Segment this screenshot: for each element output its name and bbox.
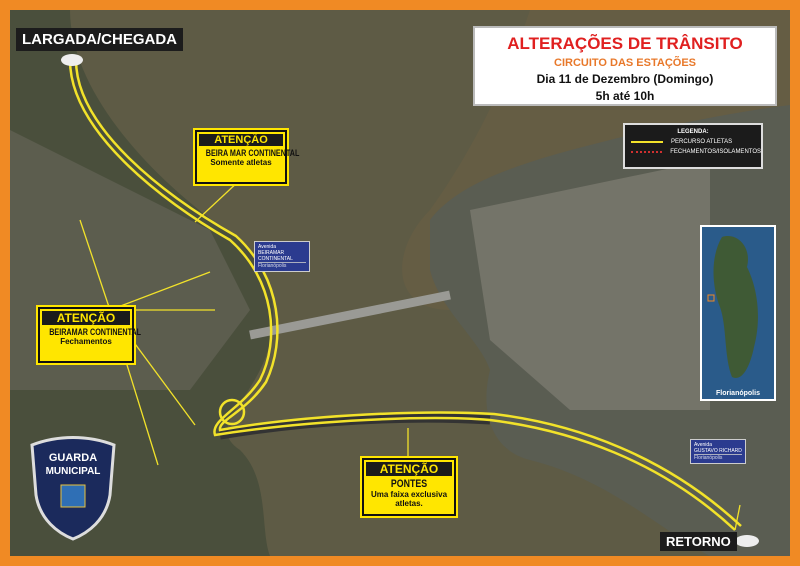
guarda-municipal-logo: GUARDA MUNICIPAL xyxy=(28,435,118,541)
warning-bridges: ATENÇÃO PONTES Uma faixa exclusiva atlet… xyxy=(362,458,456,516)
sign-prefix: Avenida xyxy=(258,244,276,250)
title: ALTERAÇÕES DE TRÂNSITO xyxy=(507,34,743,53)
legend: LEGENDA: PERCURSO ATLETAS FECHAMENTOS/IS… xyxy=(623,123,763,169)
legend-label: PERCURSO ATLETAS xyxy=(671,139,733,145)
street-sign-beiramar: Avenida BEIRAMAR CONTINENTAL Florianópol… xyxy=(254,241,310,272)
dotted-line-icon xyxy=(631,151,663,153)
event-time: 5h até 10h xyxy=(595,89,655,103)
legend-label: FECHAMENTOS/ISOLAMENTOS xyxy=(670,149,761,155)
warning-beira-mar-athletes: ATENÇÃO BEIRA MAR CONTINENTAL Somente at… xyxy=(195,130,300,184)
warning-body: PONTES xyxy=(390,478,428,490)
inset-caption: Florianópolis xyxy=(716,390,760,397)
warning-heading: ATENÇÃO xyxy=(42,311,130,325)
athlete-route xyxy=(68,59,742,531)
warning-heading: ATENÇÃO xyxy=(199,134,283,146)
svg-text:GUARDA: GUARDA xyxy=(49,452,97,464)
island-outline xyxy=(707,236,758,378)
warning-body: BEIRA MAR CONTINENTAL xyxy=(205,148,300,158)
svg-text:MUNICIPAL: MUNICIPAL xyxy=(46,466,101,477)
event-date: Dia 11 de Dezembro (Domingo) xyxy=(536,72,714,86)
legend-title: LEGENDA: xyxy=(677,129,709,135)
warning-heading: ATENÇÃO xyxy=(366,462,452,476)
sign-prefix: Avenida xyxy=(694,442,712,448)
title-box: ALTERAÇÕES DE TRÂNSITO CIRCUITO DAS ESTA… xyxy=(473,26,777,106)
subtitle: CIRCUITO DAS ESTAÇÕES xyxy=(554,57,696,69)
solid-line-icon xyxy=(631,141,663,143)
map-frame: LARGADA/CHEGADA RETORNO ALTERAÇÕES DE TR… xyxy=(10,10,790,556)
sign-name: BEIRAMAR CONTINENTAL xyxy=(258,250,293,262)
inset-map: Florianópolis xyxy=(700,225,776,401)
start-finish-label: LARGADA/CHEGADA xyxy=(16,28,183,51)
legend-item-route: PERCURSO ATLETAS xyxy=(625,139,761,145)
legend-item-closures: FECHAMENTOS/ISOLAMENTOS xyxy=(625,149,761,155)
warning-sub: Fechamentos xyxy=(60,337,112,346)
sign-city: Florianópolis xyxy=(258,262,306,269)
return-label: RETORNO xyxy=(660,532,737,551)
street-sign-gustavo-richard: Avenida GUSTAVO RICHARD Florianópolis xyxy=(690,439,746,464)
warning-sub: Uma faixa exclusiva atletas. xyxy=(370,490,448,508)
sign-name: GUSTAVO RICHARD xyxy=(694,448,742,454)
warning-beiramar-closures: ATENÇÃO BEIRAMAR CONTINENTAL Fechamentos xyxy=(38,307,142,363)
sign-city: Florianópolis xyxy=(694,454,742,461)
warning-body: BEIRAMAR CONTINENTAL xyxy=(49,327,142,337)
warning-sub: Somente atletas xyxy=(210,158,272,167)
